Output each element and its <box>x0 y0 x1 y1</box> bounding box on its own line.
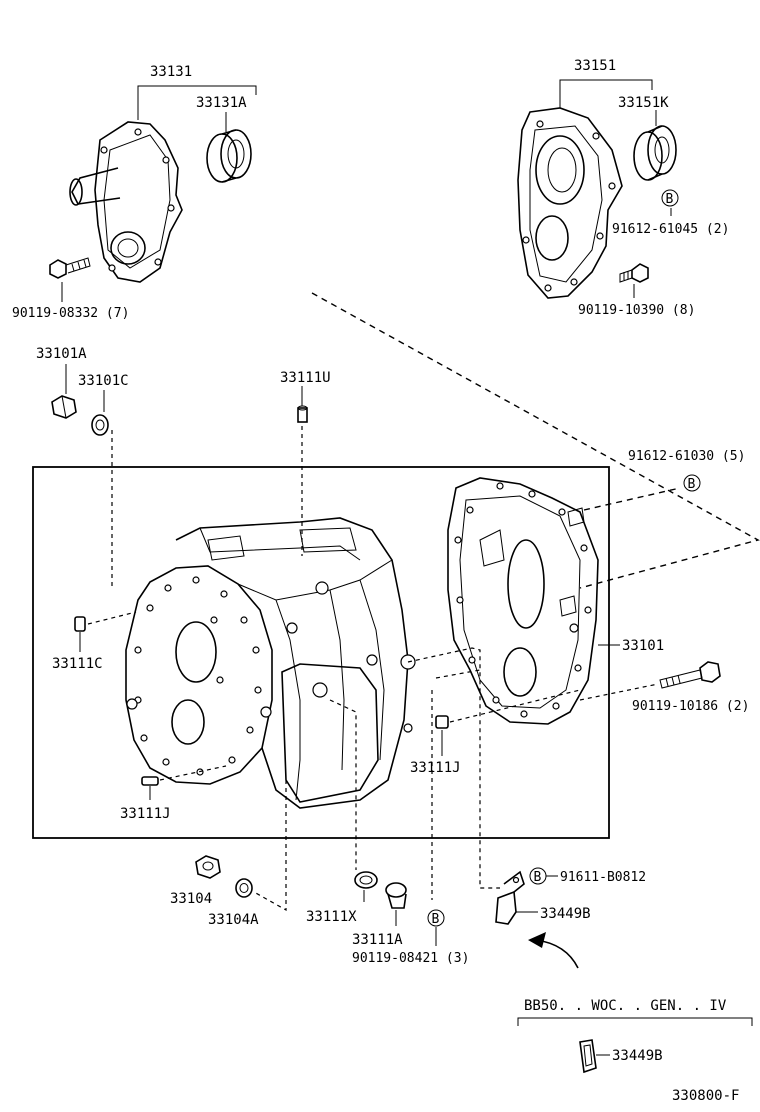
dashed-line-90119-10186 <box>579 683 659 701</box>
oil-seal-33131A <box>206 129 252 183</box>
figure-code: 330800-F <box>672 1088 739 1104</box>
dashed-alignment-line-upper <box>583 487 681 511</box>
label-33151: 33151 <box>574 58 616 74</box>
label-90119-10186: 90119-10186 (2) <box>632 699 749 714</box>
pin-33111C <box>74 616 86 632</box>
label-33151K: 33151K <box>618 95 669 111</box>
dashed-line-33111J-left <box>159 765 227 781</box>
label-91612-61030: 91612-61030 (5) <box>628 449 745 464</box>
svg-text:B: B <box>534 870 542 885</box>
label-33101C: 33101C <box>78 373 129 389</box>
label-33104A: 33104A <box>208 912 259 928</box>
pin-33111U <box>297 405 308 423</box>
svg-text:B: B <box>432 912 440 927</box>
label-33104: 33104 <box>170 891 212 907</box>
dashed-line-33111C <box>87 611 137 625</box>
leader-33131 <box>137 85 257 120</box>
washer-33104A <box>235 878 253 898</box>
symbol-b-low: B <box>427 909 445 927</box>
bracket-33449B <box>495 870 525 925</box>
label-33111J-left: 33111J <box>120 806 171 822</box>
bolt-90119-10186 <box>659 661 721 689</box>
plug-33111A <box>385 882 407 909</box>
extension-housing-33131 <box>69 121 183 283</box>
label-33449B-variant: 33449B <box>612 1048 663 1064</box>
bolt-90119-08332 <box>49 257 91 279</box>
gasket-33111X <box>354 871 378 889</box>
transmission-case-33101 <box>125 517 416 809</box>
oil-seal-33151K <box>633 125 677 181</box>
label-33111J-right: 33111J <box>410 760 461 776</box>
gasket-33101C <box>91 414 109 436</box>
label-90119-10390: 90119-10390 (8) <box>578 303 695 318</box>
bracket-33449B-variant <box>579 1039 597 1074</box>
pin-33111J-left <box>141 776 159 786</box>
label-33101A: 33101A <box>36 346 87 362</box>
label-33111C: 33111C <box>52 656 103 672</box>
dashed-alignment-chevron <box>311 292 760 589</box>
label-91612-61045: 91612-61045 (2) <box>612 222 729 237</box>
label-33111X: 33111X <box>306 909 357 925</box>
symbol-b-top: B <box>661 189 679 207</box>
intermediate-plate-33101 <box>447 477 599 725</box>
dashed-line-33104A <box>253 780 287 912</box>
label-33449B: 33449B <box>540 906 591 922</box>
dashed-line-inner-upper <box>407 647 500 889</box>
label-33101: 33101 <box>622 638 664 654</box>
leader-33151 <box>559 79 653 108</box>
pin-33111J-right <box>435 715 449 729</box>
assembly-frame-33101 <box>32 466 610 839</box>
variant-bracket-line <box>517 1017 753 1026</box>
label-33131: 33131 <box>150 64 192 80</box>
label-90119-08421: 90119-08421 (3) <box>352 951 469 966</box>
svg-text:B: B <box>688 477 696 492</box>
plug-33101A <box>51 395 77 419</box>
label-90119-08332: 90119-08332 (7) <box>12 306 129 321</box>
symbol-b-bracket: B <box>529 867 547 885</box>
nut-33104 <box>195 855 221 879</box>
variant-note: BB50. . WOC. . GEN. . IV <box>524 998 727 1014</box>
symbol-b-mid: B <box>683 474 701 492</box>
label-33111U: 33111U <box>280 370 331 386</box>
dashed-line-side-cover <box>329 699 357 870</box>
svg-text:B: B <box>666 192 674 207</box>
variant-arrow-icon <box>528 932 579 969</box>
extension-adapter-33151 <box>517 107 623 299</box>
label-33111A: 33111A <box>352 932 403 948</box>
label-33131A: 33131A <box>196 95 247 111</box>
label-91611-B0812: 91611-B0812 <box>560 870 646 885</box>
dashed-line-33111J-right <box>449 689 581 723</box>
bolt-90119-10390 <box>619 263 649 283</box>
